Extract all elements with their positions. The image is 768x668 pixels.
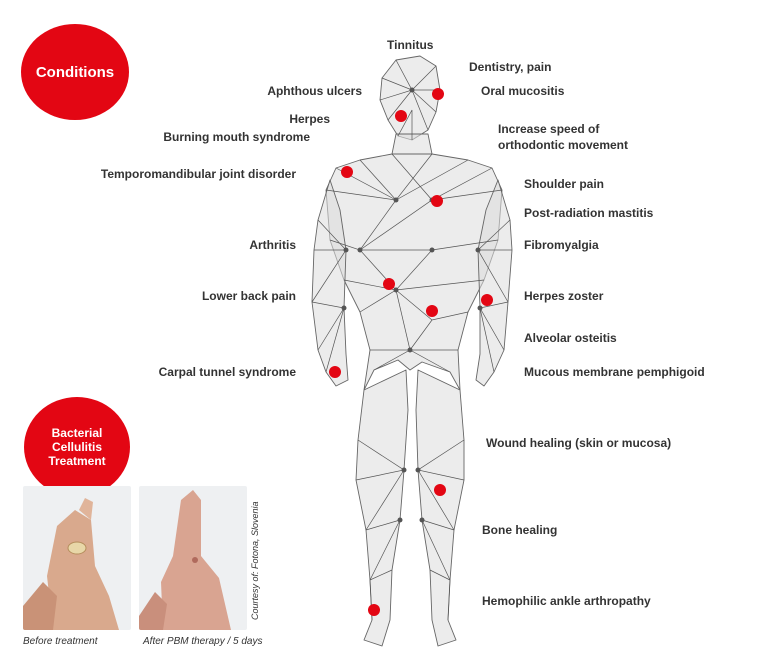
conditions-badge-text: Conditions [35, 63, 115, 81]
label-tinnitus: Tinnitus [387, 38, 434, 52]
caption-after: After PBM therapy / 5 days [143, 636, 263, 647]
courtesy-note: Courtesy of: Fotona, Slovenia [250, 501, 260, 620]
marker-ankle [368, 604, 380, 616]
label-orthodontic: Increase speed of orthodontic movement [498, 122, 629, 152]
label-burning-mouth: Burning mouth syndrome [163, 130, 310, 144]
marker-wound-healing [434, 484, 446, 496]
label-fibromyalgia: Fibromyalgia [524, 238, 599, 252]
label-aphthous-ulcers: Aphthous ulcers [267, 84, 362, 98]
label-pemphigoid: Mucous membrane pemphigoid [524, 365, 705, 379]
label-oral-mucositis: Oral mucositis [481, 84, 565, 98]
marker-herpes-zoster [481, 294, 493, 306]
marker-lower-back [383, 278, 395, 290]
label-arthritis: Arthritis [249, 238, 296, 252]
cellulitis-badge-text: Bacterial Cellulitis Treatment [48, 426, 106, 468]
label-herpes-zoster: Herpes zoster [524, 289, 604, 303]
label-mastitis: Post-radiation mastitis [524, 206, 654, 220]
label-herpes: Herpes [289, 112, 330, 126]
label-bone-healing: Bone healing [482, 523, 558, 537]
label-tmj: Temporomandibular joint disorder [100, 167, 296, 181]
cellulitis-badge: Bacterial Cellulitis Treatment [24, 397, 130, 497]
marker-herpes [395, 110, 407, 122]
condition-markers [329, 88, 493, 616]
label-lower-back-pain: Lower back pain [201, 289, 296, 303]
marker-mastitis [431, 195, 443, 207]
body-mesh-figure [311, 55, 513, 647]
marker-alveolar [426, 305, 438, 317]
label-shoulder-pain: Shoulder pain [524, 177, 605, 191]
photo-after-treatment [139, 486, 247, 630]
mesh-nodes [341, 87, 483, 523]
marker-tmj [341, 166, 353, 178]
caption-before: Before treatment [23, 636, 98, 647]
conditions-badge: Conditions [21, 24, 129, 120]
marker-oral-mucositis [432, 88, 444, 100]
photo-before-treatment [23, 486, 131, 630]
label-dentistry: Dentistry, pain [469, 60, 552, 74]
label-alveolar: Alveolar osteitis [524, 331, 617, 345]
label-ankle: Hemophilic ankle arthropathy [482, 594, 651, 608]
label-wound-healing: Wound healing (skin or mucosa) [486, 436, 672, 450]
label-carpal-tunnel: Carpal tunnel syndrome [158, 365, 296, 379]
marker-carpal-tunnel [329, 366, 341, 378]
